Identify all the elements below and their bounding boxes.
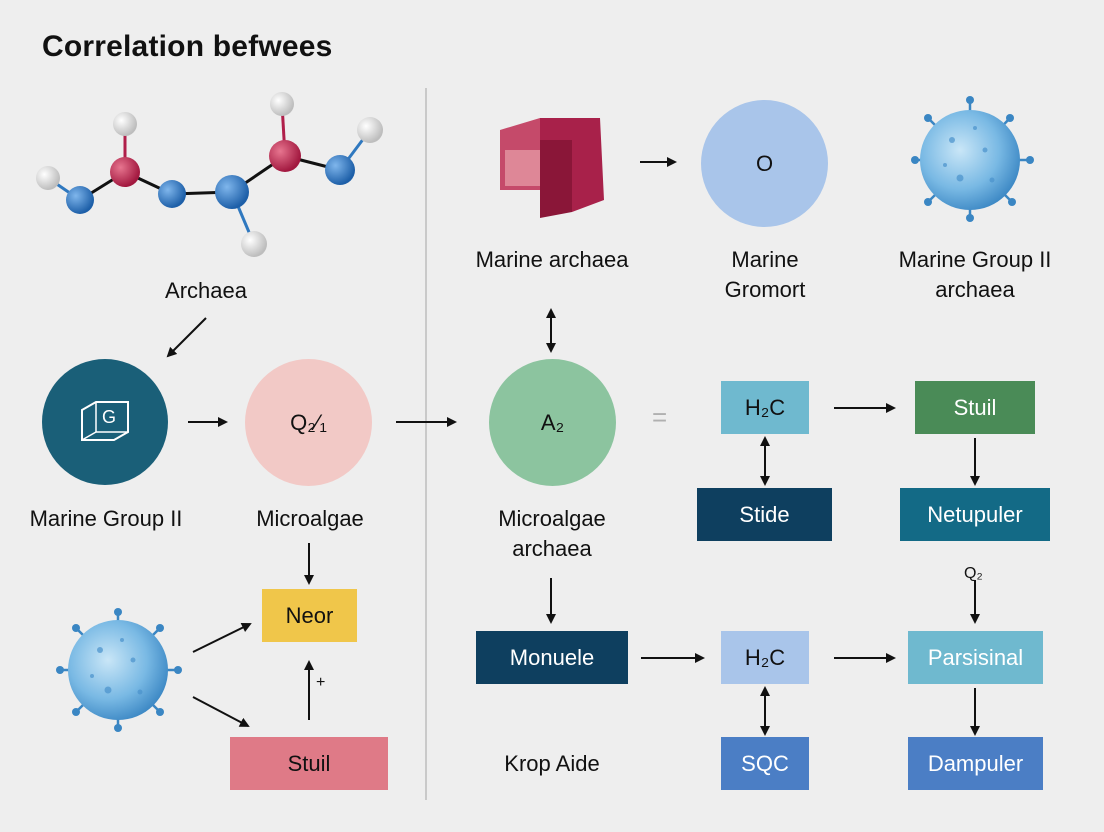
- arrows: [166, 157, 980, 736]
- plus-sign: +: [316, 674, 326, 691]
- mg2-node-text: G: [102, 407, 117, 427]
- virus-icon-bottom: [56, 608, 182, 732]
- label-marine-group-ii: Marine Group II: [29, 506, 183, 531]
- label-marine-group-ii-archaea: Marine Group II archaea: [898, 247, 1052, 302]
- folded-membrane-icon: [500, 118, 604, 218]
- label-marine-gromort: Marine Gromort: [724, 247, 806, 302]
- neor-box: Neor: [262, 589, 357, 642]
- q24-node: Q₂⁄₁: [245, 359, 372, 486]
- o-node: O: [701, 100, 828, 227]
- marine-group-ii-node: G: [42, 359, 168, 485]
- label-krop-aide: Krop Aide: [504, 751, 600, 776]
- parsisinal-box: Parsisinal: [908, 631, 1043, 684]
- label-marine-archaea: Marine archaea: [475, 247, 629, 272]
- sqc-box: SQC: [721, 737, 809, 790]
- netupuler-box: Netupuler: [900, 488, 1050, 541]
- label-microalgae-archaea: Microalgae archaea: [498, 506, 606, 561]
- virus-icon-top: [911, 96, 1034, 222]
- monuele-box: Monuele: [476, 631, 628, 684]
- a2-node: A₂: [489, 359, 616, 486]
- molecule-icon: [36, 92, 383, 257]
- equals-sign: =: [652, 402, 668, 432]
- h2c-box-top: H₂C: [721, 381, 809, 434]
- label-archaea: Archaea: [165, 278, 247, 303]
- h2c-box-mid: H₂C: [721, 631, 809, 684]
- column-divider: [425, 88, 427, 800]
- q2-mark: Q₂: [964, 565, 983, 582]
- dampuler-box: Dampuler: [908, 737, 1043, 790]
- diagram-title: Correlation befwees: [42, 30, 333, 63]
- document-icon: [81, 401, 129, 441]
- stuil-box-left: Stuil: [230, 737, 388, 790]
- stuil-box-right: Stuil: [915, 381, 1035, 434]
- stide-box: Stide: [697, 488, 832, 541]
- label-microalgae: Microalgae: [256, 506, 364, 531]
